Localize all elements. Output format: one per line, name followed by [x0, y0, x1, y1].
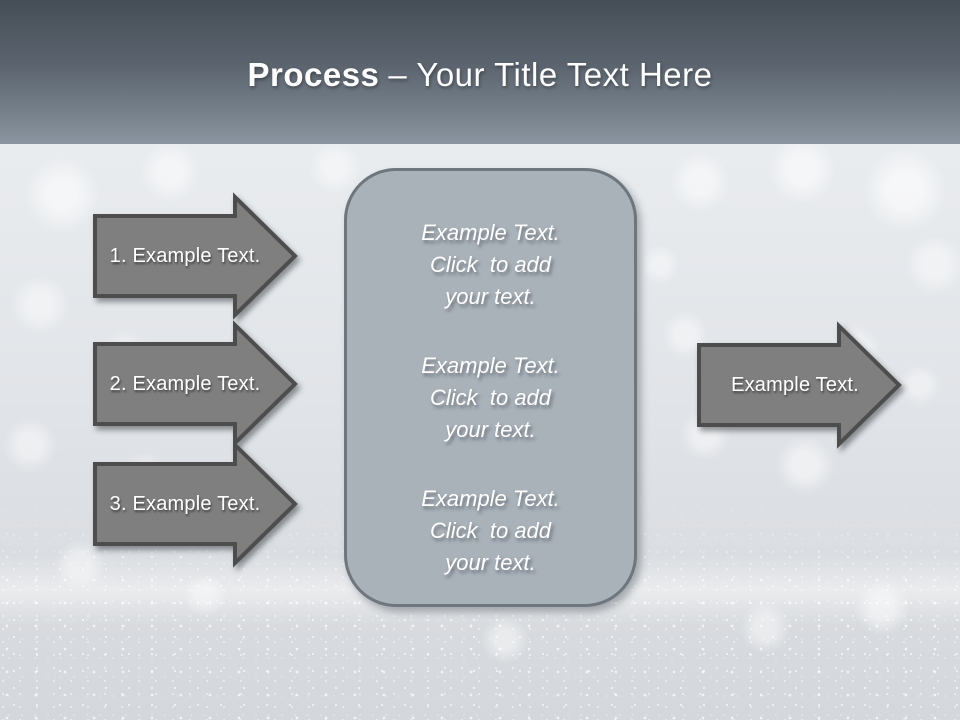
arrow-right-shape — [697, 321, 902, 449]
placeholder-line: Click to add — [429, 518, 552, 543]
process-step-label: 3. Example Text. — [109, 492, 261, 515]
arrow-right-shape — [93, 192, 298, 320]
page-title-subtitle: – Your Title Text Here — [388, 56, 713, 93]
placeholder-text-block-3[interactable]: Example Text. Click to add your text. — [421, 483, 560, 579]
result-arrow[interactable]: Example Text. — [697, 321, 902, 449]
process-detail-panel[interactable]: Example Text. Click to add your text. Ex… — [344, 168, 637, 607]
placeholder-line: your text. — [445, 550, 536, 575]
placeholder-line: Example Text. — [421, 220, 560, 245]
arrow-right-shape — [93, 440, 298, 568]
title-bar: Process– Your Title Text Here — [0, 0, 960, 144]
process-step-arrow-3[interactable]: 3. Example Text. — [93, 440, 298, 568]
process-step-arrow-1[interactable]: 1. Example Text. — [93, 192, 298, 320]
placeholder-line: Click to add — [429, 385, 552, 410]
process-step-arrow-2[interactable]: 2. Example Text. — [93, 320, 298, 448]
placeholder-line: Example Text. — [421, 486, 560, 511]
placeholder-line: your text. — [445, 284, 536, 309]
process-step-label: 2. Example Text. — [109, 372, 261, 395]
placeholder-text-block-2[interactable]: Example Text. Click to add your text. — [421, 350, 560, 446]
placeholder-line: Click to add — [429, 252, 552, 277]
result-arrow-label: Example Text. — [731, 373, 859, 396]
placeholder-line: Example Text. — [421, 353, 560, 378]
page-title: Process– Your Title Text Here — [247, 50, 712, 94]
placeholder-line: your text. — [445, 417, 536, 442]
arrow-right-shape — [93, 320, 298, 448]
process-step-label: 1. Example Text. — [109, 244, 261, 267]
page-title-keyword: Process — [247, 56, 380, 93]
placeholder-text-block-1[interactable]: Example Text. Click to add your text. — [421, 217, 560, 313]
